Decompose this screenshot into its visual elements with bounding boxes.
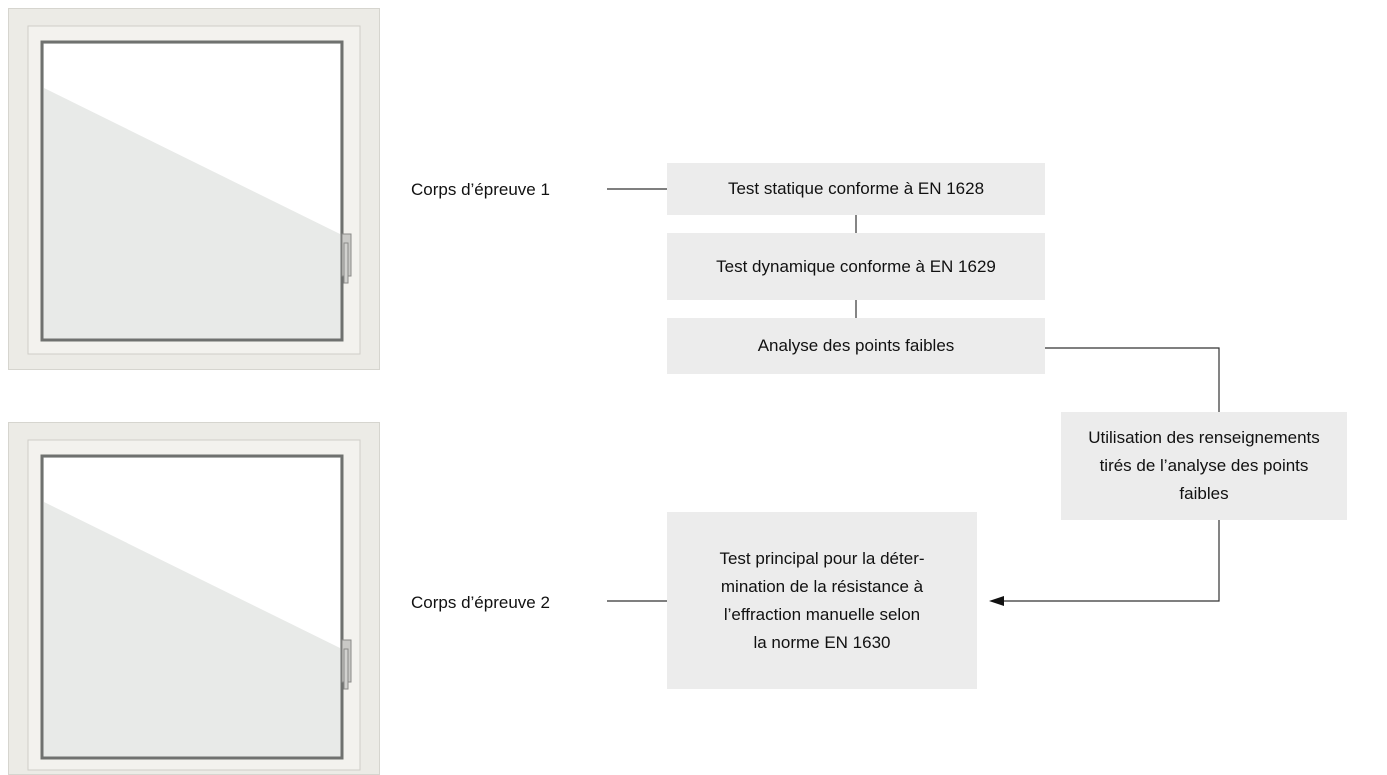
connector-usage-main [1004, 520, 1220, 602]
step-dynamic-test: Test dynamique conforme à EN 1629 [667, 233, 1045, 300]
step-weakness-analysis: Analyse des points faibles [667, 318, 1045, 374]
step-main-test-label: Test principal pour la déter- mination d… [719, 548, 925, 652]
step-weakness-analysis-label: Analyse des points faibles [757, 336, 955, 355]
step-static-test: Test statique conforme à EN 1628 [667, 163, 1045, 215]
window-image-1 [8, 8, 380, 370]
step-usage-information: Utilisation des renseignements tirés de … [1061, 412, 1347, 520]
step-main-test: Test principal pour la déter- mination d… [667, 512, 977, 689]
step-static-test-label: Test statique conforme à EN 1628 [727, 179, 985, 198]
connector-weakness-usage [1045, 347, 1220, 412]
specimen-1-label: Corps d’épreuve 1 [411, 180, 550, 199]
arrow-left-icon [989, 596, 1004, 606]
step-usage-information-label: Utilisation des renseignements tirés de … [1088, 428, 1320, 503]
window-image-2 [8, 422, 380, 775]
step-dynamic-test-label: Test dynamique conforme à EN 1629 [716, 256, 996, 276]
specimen-2-label: Corps d’épreuve 2 [411, 593, 550, 612]
